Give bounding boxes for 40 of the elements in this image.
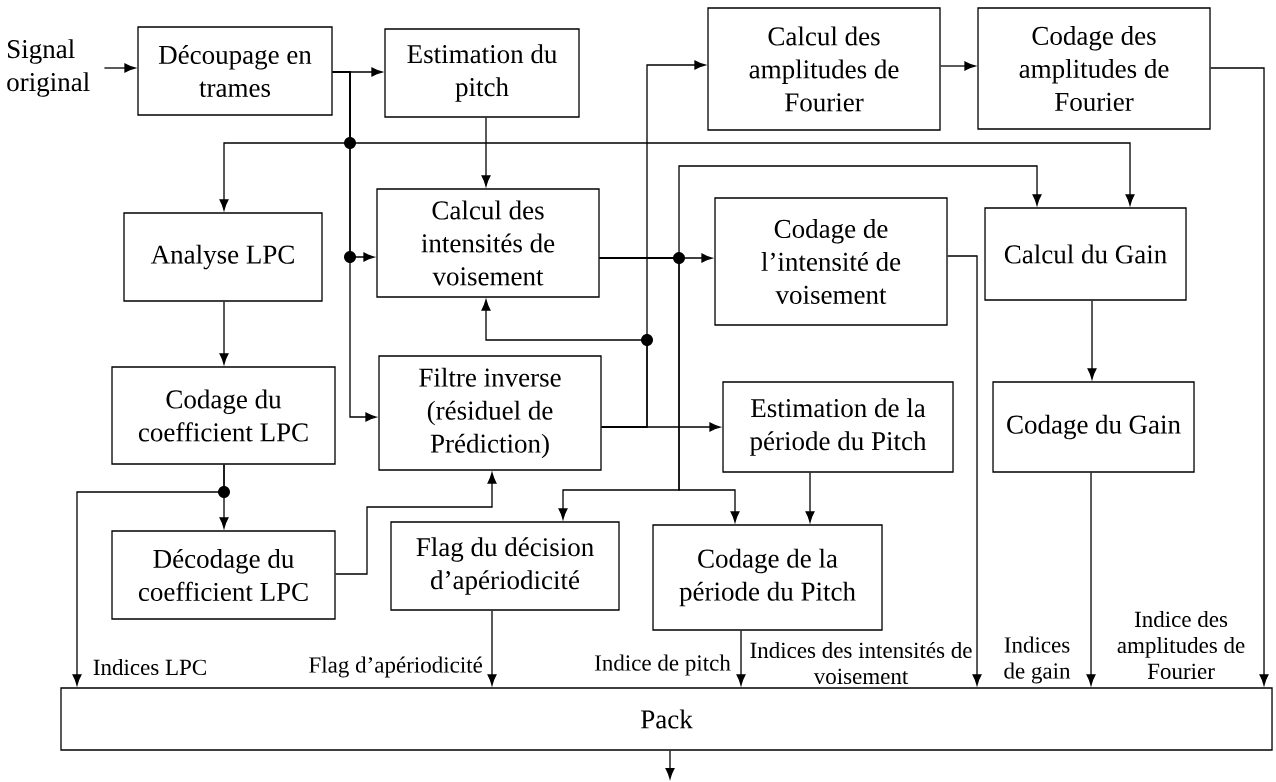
- process-box: Flag du décision d’apériodicité: [390, 521, 620, 611]
- process-box: Codage des amplitudes de Fourier: [977, 7, 1211, 130]
- input-label: Signal original: [7, 39, 90, 97]
- process-box: Codage de l’intensité de voisement: [714, 197, 948, 326]
- arrow: [335, 472, 497, 575]
- arrow: [599, 257, 740, 523]
- arrow: [72, 464, 225, 686]
- arrow: [601, 422, 721, 432]
- edge-label: Indice des amplitudes de Fourier: [1117, 610, 1245, 680]
- process-box: Codage du Gain: [992, 381, 1195, 473]
- arrow: [736, 630, 746, 686]
- process-box: Codage du coefficient LPC: [111, 366, 336, 465]
- edge-label: Indices de gain: [1004, 636, 1071, 684]
- arrow: [1087, 300, 1097, 380]
- arrow: [940, 61, 976, 71]
- process-box: Décodage du coefficient LPC: [111, 530, 336, 620]
- process-box: Analyse LPC: [123, 212, 323, 302]
- arrow: [665, 750, 675, 780]
- edge-label: Flag d’apériodicité: [309, 656, 483, 678]
- arrow: [1086, 472, 1096, 686]
- process-box: Filtre inverse (résiduel de Prédiction): [378, 355, 602, 471]
- arrow: [1210, 67, 1269, 686]
- process-box: Calcul des intensités de voisement: [376, 188, 600, 298]
- process-box: Estimation du pitch: [384, 28, 580, 118]
- arrow: [219, 301, 229, 365]
- arrow: [805, 472, 815, 523]
- process-box: Codage de la période du Pitch: [652, 524, 883, 631]
- edge-label: Indice de pitch: [595, 654, 731, 676]
- process-box: Calcul du Gain: [984, 207, 1187, 301]
- process-box: Pack: [60, 687, 1273, 751]
- arrow: [103, 63, 136, 73]
- edge-label: Indices des intensités de voisement: [750, 641, 972, 685]
- arrow: [481, 117, 491, 187]
- arrow: [487, 610, 497, 686]
- arrow: [947, 255, 982, 686]
- arrow: [332, 71, 377, 422]
- process-box: Estimation de la période du Pitch: [722, 381, 954, 473]
- process-box: Découpage en trames: [137, 26, 333, 116]
- edge-label: Indices LPC: [93, 658, 206, 676]
- process-box: Calcul des amplitudes de Fourier: [707, 7, 941, 131]
